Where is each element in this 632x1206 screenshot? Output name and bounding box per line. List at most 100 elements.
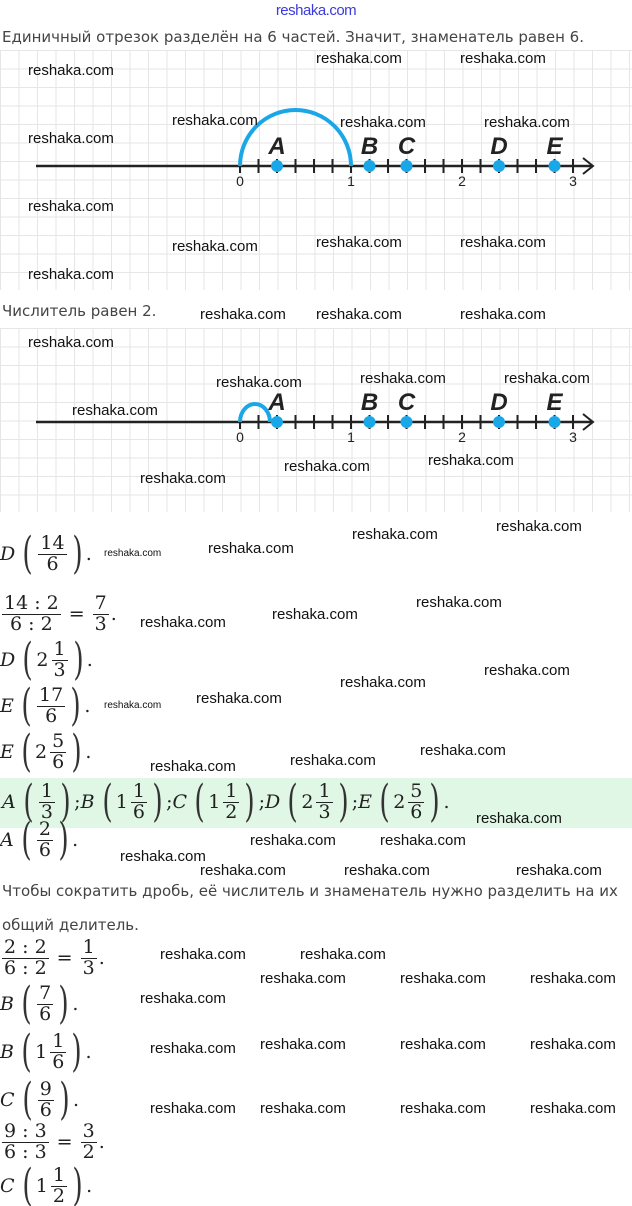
watermark: reshaka.com (120, 848, 206, 865)
numerator: 17 (37, 683, 66, 707)
watermark: reshaka.com (460, 234, 546, 251)
period: . (84, 695, 91, 717)
watermark: reshaka.com (496, 518, 582, 535)
watermark: reshaka.com (340, 114, 426, 131)
whole-part: 1 (115, 791, 128, 813)
watermark: reshaka.com (150, 1040, 236, 1057)
point-b (363, 160, 376, 172)
numerator: 1 (223, 779, 240, 803)
left-paren: ( (101, 776, 113, 827)
point-c (400, 160, 413, 172)
denominator: 3 (82, 956, 95, 979)
equals: = (56, 947, 73, 970)
right-paren: ) (72, 528, 83, 579)
watermark: reshaka.com (400, 970, 486, 987)
left-paren: ( (21, 814, 32, 865)
point-label: E (358, 791, 373, 813)
point-label: E (546, 389, 563, 416)
period: . (72, 1089, 80, 1111)
right-paren: ) (73, 634, 84, 685)
watermark: reshaka.com (460, 306, 546, 323)
point-label: A (2, 791, 16, 813)
left-paren: ( (287, 776, 298, 827)
numerator-note: Числитель равен 2. (2, 302, 157, 320)
numerator: 1 (51, 637, 68, 661)
denominator: 2 (82, 1140, 95, 1163)
point-label: A (0, 829, 14, 851)
denominator: 3 (94, 612, 107, 635)
right-paren: ) (152, 776, 163, 827)
watermark: reshaka.com (290, 752, 376, 769)
watermark: reshaka.com (530, 1100, 616, 1117)
period: . (86, 1175, 93, 1197)
left-paren: ( (21, 680, 32, 731)
point-label: C (398, 133, 416, 160)
point-d (492, 160, 505, 172)
equals: = (56, 1131, 73, 1154)
numerator: 1 (50, 1029, 67, 1053)
watermark: reshaka.com (504, 370, 590, 387)
point-label: C (0, 1175, 15, 1197)
watermark: reshaka.com (250, 832, 336, 849)
right-paren: ) (59, 1074, 70, 1125)
watermark: reshaka.com (272, 606, 358, 623)
watermark: reshaka.com (530, 970, 616, 987)
period: . (85, 741, 92, 763)
denominator: 6 (410, 800, 423, 823)
numerator: 7 (92, 592, 109, 615)
right-paren: ) (71, 726, 82, 777)
numerator: 1 (316, 779, 333, 803)
watermark: reshaka.com (352, 526, 438, 543)
point-e (548, 416, 561, 428)
denominator: 6 : 3 (4, 1140, 47, 1163)
left-paren: ( (22, 528, 33, 579)
point-d (492, 416, 505, 428)
point-label: B (80, 791, 95, 813)
watermark: reshaka.com (340, 674, 426, 691)
right-paren: ) (70, 680, 81, 731)
point-label: A (267, 133, 285, 160)
watermark: reshaka.com (428, 452, 514, 469)
tick-label: 3 (569, 429, 577, 445)
right-paren: ) (71, 1026, 83, 1077)
numerator: 1 (130, 779, 147, 803)
watermark: reshaka.com (160, 946, 246, 963)
watermark: reshaka.com (208, 540, 294, 557)
right-paren: ) (58, 814, 69, 865)
numerator: 9 (37, 1077, 54, 1101)
denominator: 6 (45, 704, 58, 727)
period: . (443, 791, 450, 813)
denominator: 6 (52, 750, 65, 773)
point-label: D (0, 649, 16, 671)
left-paren: ( (194, 776, 205, 827)
watermark: reshaka.com (316, 234, 402, 251)
watermark: reshaka.com (104, 700, 162, 711)
numerator: 5 (50, 729, 67, 753)
site-title[interactable]: reshaka.com (275, 2, 357, 19)
axis-arrow-icon (582, 413, 595, 431)
denominator: 6 (132, 800, 145, 823)
point-label: E (0, 695, 14, 717)
watermark: reshaka.com (380, 832, 466, 849)
point-label: C (172, 791, 188, 813)
